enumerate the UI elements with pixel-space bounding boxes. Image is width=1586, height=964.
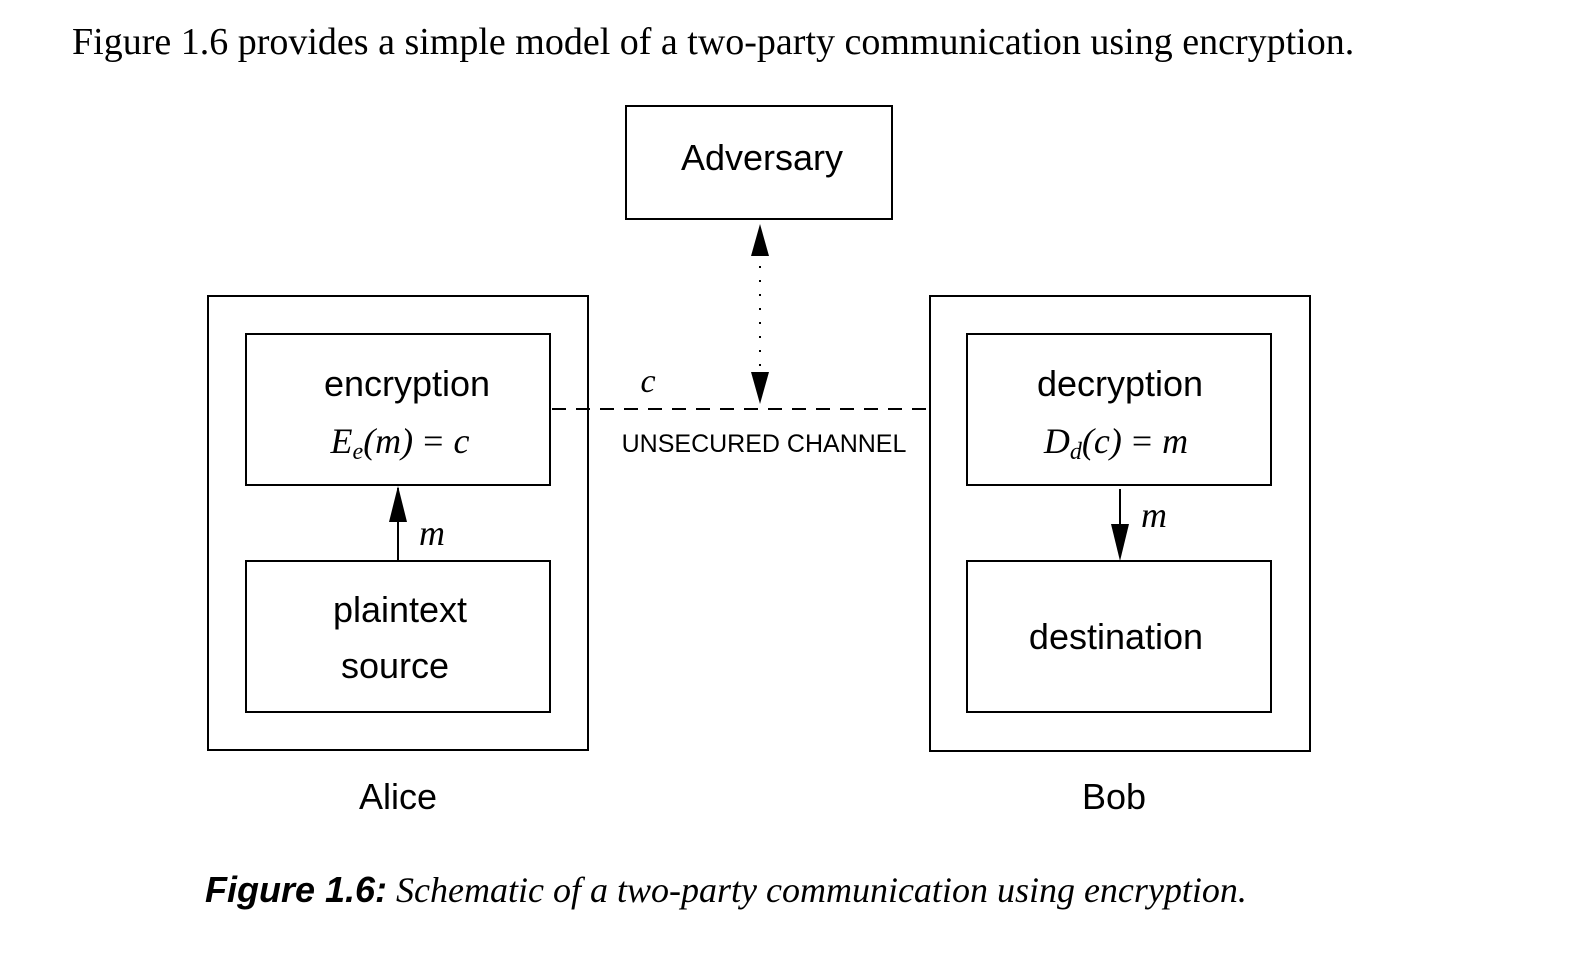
- caption-text: Schematic of a two-party communication u…: [396, 870, 1247, 910]
- adversary-box: [625, 105, 893, 220]
- plaintext-source-box: [245, 560, 551, 713]
- channel-label: UNSECURED CHANNEL: [622, 430, 907, 458]
- destination-label: destination: [1029, 616, 1203, 657]
- adversary-arrowhead-up: [751, 224, 769, 256]
- bob-message-arrowhead: [1111, 524, 1129, 561]
- plaintext-label-line1: plaintext: [333, 589, 467, 630]
- alice-name: Alice: [359, 776, 437, 817]
- plaintext-label-line2: source: [341, 645, 449, 686]
- intro-paragraph: Figure 1.6 provides a simple model of a …: [72, 21, 1355, 63]
- encryption-box: [245, 333, 551, 486]
- caption-label: Figure 1.6:: [205, 869, 388, 910]
- destination-box: [966, 560, 1272, 713]
- alice-message-label: m: [419, 513, 445, 553]
- decryption-box: [966, 333, 1272, 486]
- adversary-arrowhead-down: [751, 372, 769, 404]
- bob-message-label: m: [1141, 495, 1167, 535]
- decryption-title: decryption: [1037, 363, 1203, 404]
- figure-caption: Figure 1.6: Schematic of a two-party com…: [205, 864, 1405, 916]
- adversary-label: Adversary: [681, 137, 843, 178]
- alice-message-arrowhead: [389, 486, 407, 522]
- encryption-title: encryption: [324, 363, 490, 404]
- bob-name: Bob: [1082, 776, 1146, 817]
- decryption-formula: Dd(c)=m: [1043, 421, 1188, 465]
- ciphertext-label: c: [640, 363, 655, 400]
- encryption-formula: Ee(m)=c: [330, 421, 470, 465]
